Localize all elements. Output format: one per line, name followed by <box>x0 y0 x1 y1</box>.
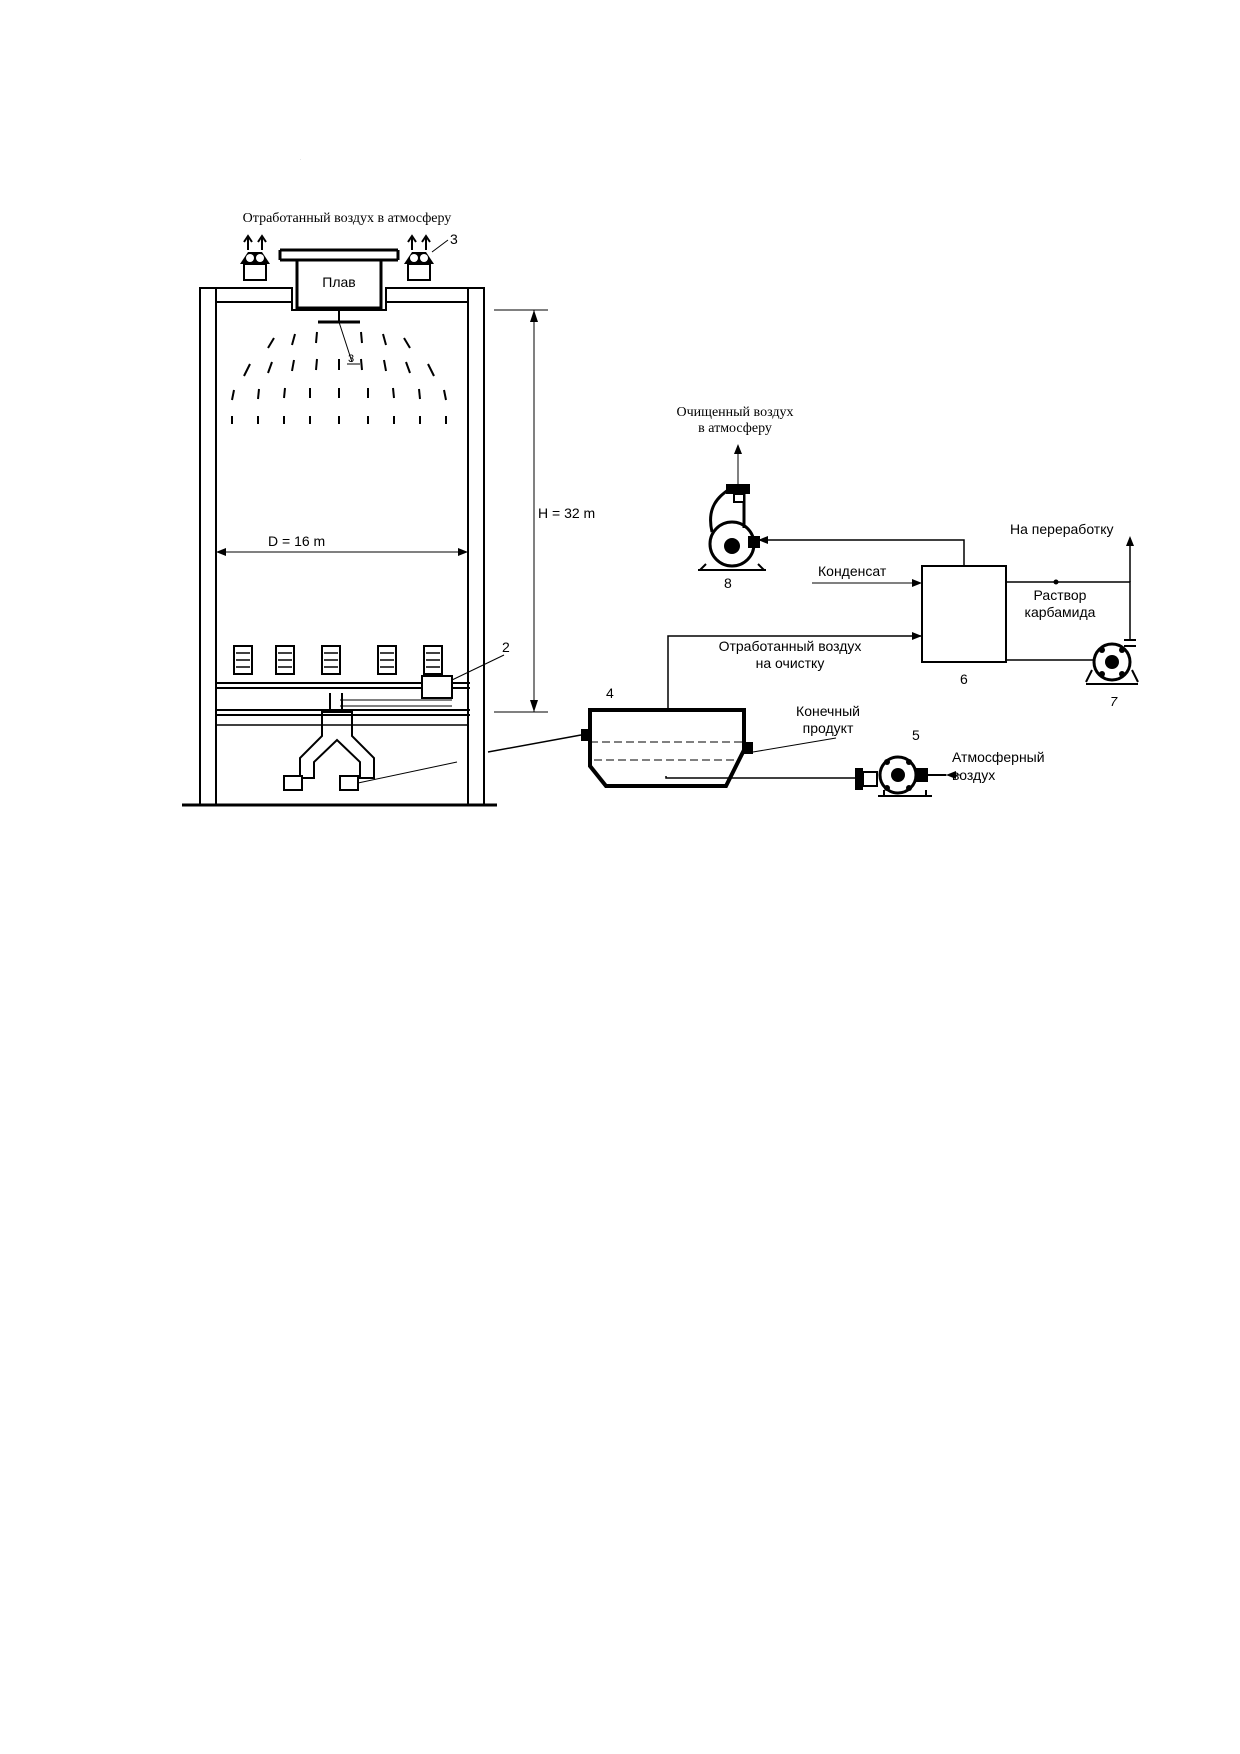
final-product-line2: продукт <box>803 720 854 736</box>
cooler-number: 4 <box>606 685 614 701</box>
fan-number-8: 8 <box>724 575 732 591</box>
height-dimension: H = 32 m <box>494 309 595 713</box>
bed-number: 2 <box>502 639 510 655</box>
fluid-bed-cooler: 4 Конечный продукт <box>487 685 860 788</box>
roof-fan-left <box>240 234 270 281</box>
spray-pattern <box>231 331 447 424</box>
nozzle-number: 3 <box>348 353 354 365</box>
air-blower: 5 Атмосферный воздух <box>855 727 1045 797</box>
spent-air-line1: Отработанный воздух <box>719 638 862 654</box>
urea-solution-line2: карбамида <box>1025 604 1096 620</box>
roof-fan-right: 3 <box>404 231 458 281</box>
condensate-label: Конденсат <box>818 563 887 579</box>
to-processing-label: На переработку <box>1010 521 1114 537</box>
tower: Плав 3 <box>182 159 595 807</box>
atmospheric-air-line1: Атмосферный <box>952 749 1045 765</box>
fluidized-bed: 2 <box>216 639 510 726</box>
diameter-label: D = 16 m <box>268 533 325 549</box>
scrubber-number: 6 <box>960 671 968 687</box>
circulation-pump: 7 <box>1085 639 1139 709</box>
atmospheric-air-line2: воздух <box>952 767 995 783</box>
air-inlets <box>233 645 443 675</box>
blower-number: 5 <box>912 727 920 743</box>
final-product-line1: Конечный <box>796 703 860 719</box>
spray-nozzle: 3 <box>318 308 360 365</box>
spent-air-line2: на очистку <box>756 655 825 671</box>
exhaust-fan: 8 Очищенный воздух в атмосферу <box>677 405 794 591</box>
clean-air-line1: Очищенный воздух <box>677 405 794 420</box>
exhaust-air-label: Отработанный воздух в атмосферу <box>243 211 452 226</box>
discharge-hopper <box>283 693 458 791</box>
urea-solution-line1: Раствор <box>1034 587 1087 603</box>
clean-air-line2: в атмосферу <box>698 421 772 436</box>
height-label: H = 32 m <box>538 505 595 521</box>
diameter-dimension: D = 16 m <box>216 533 468 556</box>
scrubber: 6 Отработанный воздух на очистку Конденс… <box>667 521 1134 710</box>
fan-number: 3 <box>450 231 458 247</box>
pump-number: 7 <box>1110 694 1118 709</box>
melt-label: Плав <box>322 274 355 290</box>
tower-number: 1 <box>300 159 301 161</box>
